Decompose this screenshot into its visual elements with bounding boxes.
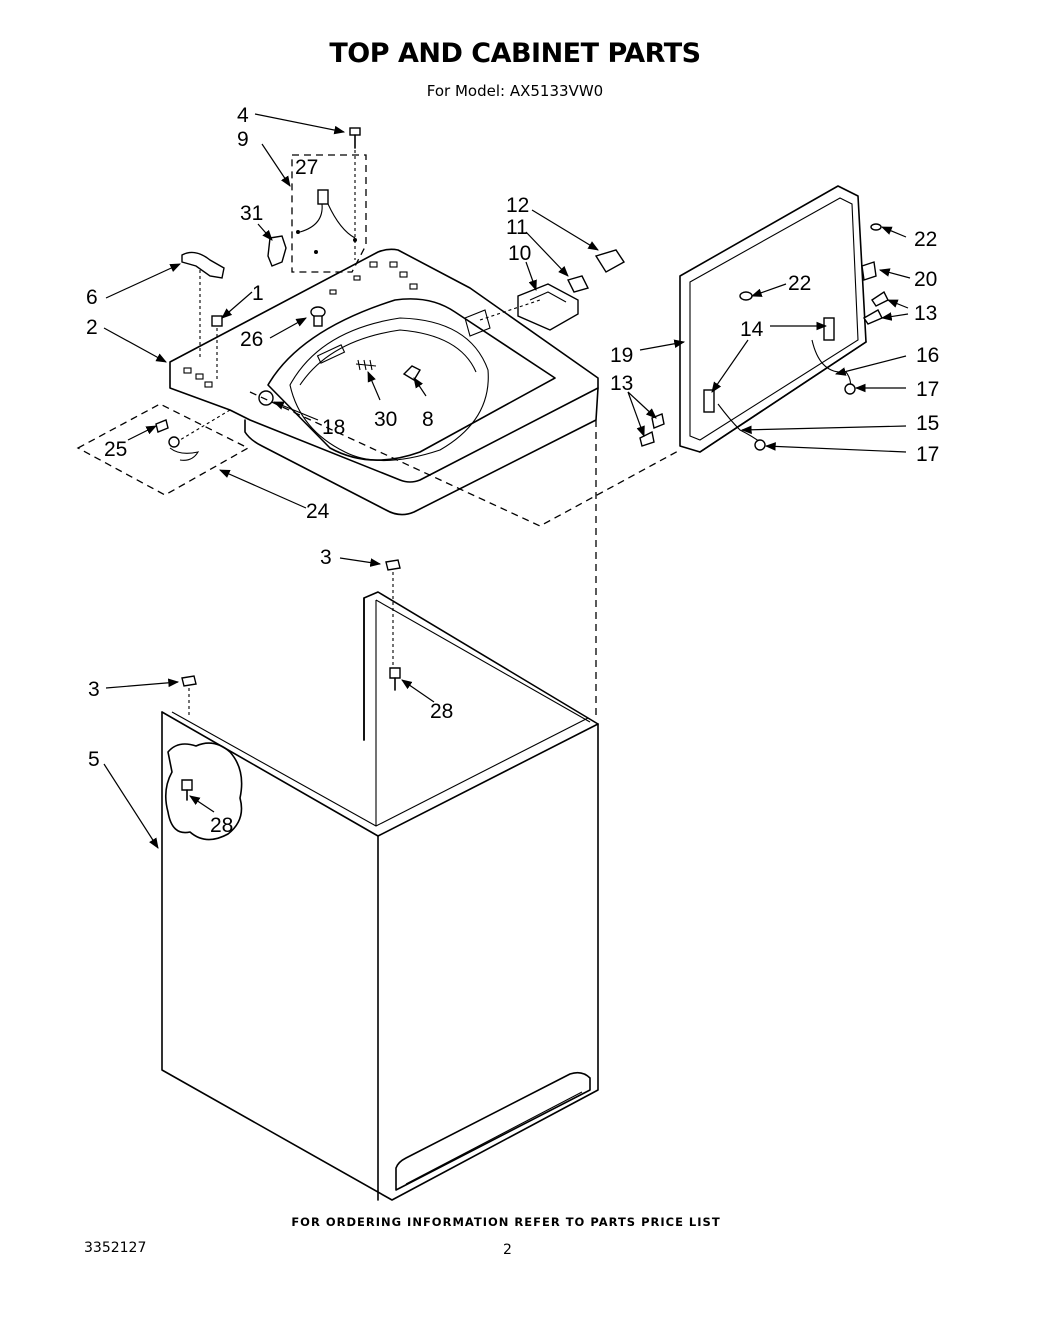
part-18 <box>258 390 274 406</box>
clip-part-3-right <box>385 559 401 571</box>
document-number: 3352127 <box>84 1240 147 1256</box>
lid-small-parts <box>639 223 889 451</box>
lid-alignment-line <box>249 391 681 527</box>
callout-1: 1 <box>252 282 264 305</box>
callout-3-left: 3 <box>88 678 100 701</box>
pin-part-25 <box>155 419 200 461</box>
callout-27: 27 <box>295 156 318 179</box>
callout-arrows <box>103 113 911 849</box>
callout-28-right: 28 <box>430 700 453 723</box>
switch-part-10 <box>517 283 579 331</box>
callout-22-left: 22 <box>788 272 811 295</box>
screw-part-28-left <box>181 779 193 791</box>
callout-16: 16 <box>916 344 939 367</box>
callout-24: 24 <box>306 500 330 523</box>
callout-10: 10 <box>508 242 531 265</box>
callout-11: 11 <box>506 216 528 239</box>
wire-harness-part-27 <box>296 189 357 254</box>
connector-part-12 <box>594 249 626 273</box>
lid-part-19 <box>679 185 867 453</box>
page-title: TOP AND CABINET PARTS <box>329 38 701 69</box>
callout-12: 12 <box>506 194 529 217</box>
hinge-part-6 <box>181 251 225 279</box>
ordering-note: FOR ORDERING INFORMATION REFER TO PARTS … <box>291 1215 721 1229</box>
callout-26: 26 <box>240 328 263 351</box>
callout-25: 25 <box>104 438 127 461</box>
clip-part-31 <box>267 235 287 267</box>
cabinet-cutaway <box>164 742 243 841</box>
callout-18: 18 <box>322 416 345 439</box>
callout-6: 6 <box>86 286 98 309</box>
callout-5: 5 <box>88 748 100 771</box>
screw-part-4 <box>349 127 361 149</box>
callout-19: 19 <box>610 344 633 367</box>
callout-9: 9 <box>237 128 249 151</box>
screw-part-28-right <box>389 667 401 679</box>
plug-part-26 <box>310 306 326 327</box>
callout-30: 30 <box>374 408 397 431</box>
callout-28-left: 28 <box>210 814 233 837</box>
callout-4: 4 <box>237 104 249 127</box>
switch-part-11 <box>566 275 590 293</box>
callout-17-upper: 17 <box>916 378 939 401</box>
spring-part-30 <box>355 359 377 371</box>
callout-15: 15 <box>916 412 939 435</box>
cabinet-part-5 <box>161 559 599 1201</box>
washer-top <box>169 248 599 516</box>
callout-13-left: 13 <box>610 372 633 395</box>
page-number: 2 <box>503 1242 512 1258</box>
lid-pin-group-box <box>76 403 250 496</box>
top-mount-holes <box>183 261 418 388</box>
callout-13-right: 13 <box>914 302 937 325</box>
nut-part-1 <box>211 315 223 327</box>
wire-harness-group-box <box>291 154 367 273</box>
callout-2: 2 <box>86 316 98 339</box>
callout-22-right: 22 <box>914 228 937 251</box>
clip-part-3-left <box>181 675 197 687</box>
callout-20: 20 <box>914 268 937 291</box>
callout-17-lower: 17 <box>916 443 939 466</box>
part-8 <box>402 365 421 381</box>
callout-31: 31 <box>240 202 263 225</box>
callout-8: 8 <box>422 408 434 431</box>
model-subtitle: For Model: AX5133VW0 <box>426 82 604 100</box>
callout-labels: 4 9 27 31 6 1 2 26 12 11 10 18 30 8 25 2… <box>86 104 939 837</box>
callout-3-right: 3 <box>320 546 332 569</box>
callout-14: 14 <box>740 318 764 341</box>
